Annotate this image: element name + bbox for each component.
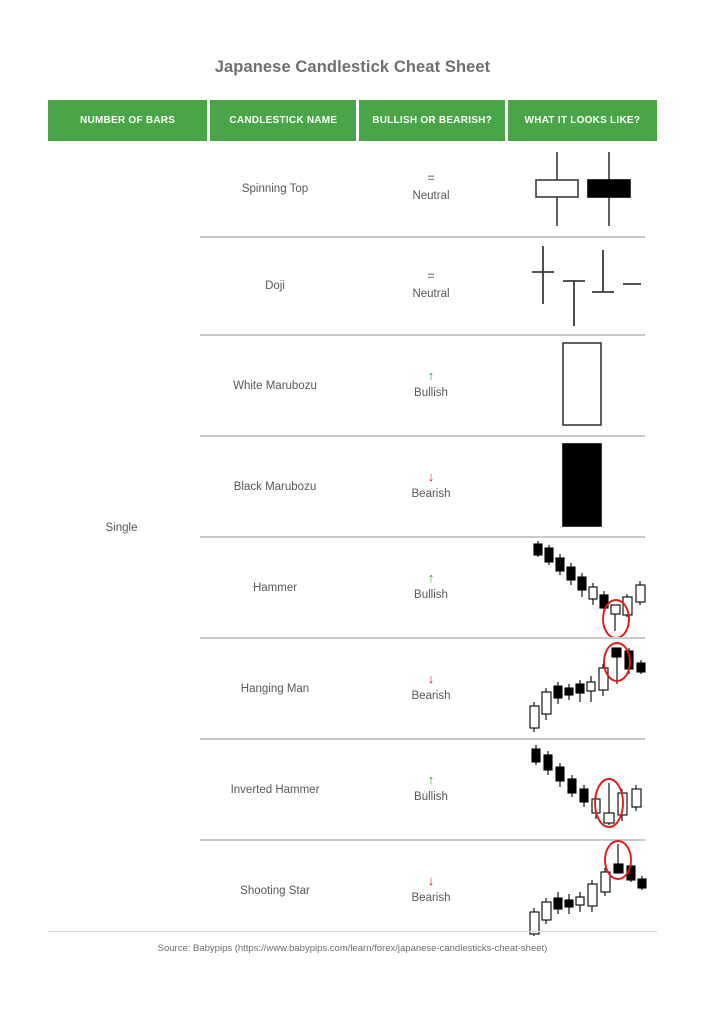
row-signal-shooting-star: ↓ Bearish — [358, 841, 504, 940]
row-divider — [200, 435, 645, 437]
table-row: Spinning Top = Neutral — [48, 141, 657, 236]
table-row: Doji = Neutral — [48, 238, 657, 334]
arrow-down-icon: ↓ — [427, 469, 435, 485]
signal-label: Bullish — [414, 791, 448, 804]
row-signal-doji: = Neutral — [358, 238, 504, 334]
footer-divider — [48, 931, 657, 932]
signal-label: Bearish — [411, 488, 451, 501]
table-row: Hammer ↑ Bullish — [48, 538, 657, 639]
arrow-up-icon: ↑ — [427, 570, 435, 586]
black-marubozu-diagram — [562, 443, 602, 527]
row-name-hanging-man: Hanging Man — [240, 682, 310, 695]
row-name-shooting-star: Shooting Star — [240, 884, 310, 897]
shooting-star-diagram — [529, 839, 647, 936]
arrow-down-icon: ↓ — [427, 671, 435, 687]
row-visual-white-marubozu — [507, 336, 657, 435]
row-divider — [200, 236, 645, 238]
doji-diagram — [532, 246, 641, 326]
highlight-ellipse — [603, 641, 631, 682]
column-header-what-it-looks-like: WHAT IT LOOKS LIKE? — [507, 100, 657, 141]
table-row: Shooting Star ↓ Bearish — [48, 839, 657, 940]
row-name-inverted-hammer: Inverted Hammer — [230, 783, 320, 796]
signal-label: Bullish — [414, 589, 448, 602]
table-row: Black Marubozu ↓ Bearish — [48, 437, 657, 536]
row-name-black-marubozu: Black Marubozu — [233, 480, 317, 493]
arrow-up-icon: ↑ — [427, 368, 435, 384]
white-marubozu-diagram — [562, 342, 602, 426]
row-visual-inverted-hammer — [507, 740, 657, 839]
table-row: Hanging Man ↓ Bearish — [48, 639, 657, 738]
equals-icon: = — [427, 268, 435, 283]
row-divider — [200, 334, 645, 336]
signal-label: Neutral — [412, 287, 450, 300]
signal-label: Bearish — [411, 892, 451, 905]
group-label-single: Single — [105, 522, 138, 534]
hammer-diagram — [533, 540, 646, 639]
row-divider — [200, 637, 645, 639]
hanging-man-diagram — [529, 641, 646, 732]
source-note: Source: Babypips (https://www.babypips.c… — [157, 943, 548, 954]
highlight-ellipse — [594, 777, 624, 828]
signal-label: Bearish — [411, 690, 451, 703]
row-divider — [200, 738, 645, 740]
row-signal-spinning-top: = Neutral — [358, 141, 504, 236]
row-signal-hammer: ↑ Bullish — [358, 538, 504, 637]
inverted-hammer-diagram — [531, 744, 642, 828]
row-signal-inverted-hammer: ↑ Bullish — [358, 740, 504, 839]
spinning-top-diagram — [535, 151, 631, 226]
row-visual-doji — [507, 238, 657, 334]
equals-icon: = — [427, 171, 435, 186]
signal-label: Neutral — [412, 190, 450, 203]
row-visual-hammer — [507, 538, 657, 639]
row-visual-shooting-star — [507, 839, 657, 940]
column-header-bullish-or-bearish: BULLISH OR BEARISH? — [359, 100, 505, 141]
table-row: Inverted Hammer ↑ Bullish — [48, 740, 657, 839]
page-title: Japanese Candlestick Cheat Sheet — [214, 58, 491, 76]
row-name-white-marubozu: White Marubozu — [233, 379, 317, 392]
highlight-ellipse — [604, 839, 632, 880]
row-name-hammer: Hammer — [252, 581, 298, 594]
row-divider — [200, 536, 645, 538]
table-header: NUMBER OF BARS CANDLESTICK NAME BULLISH … — [48, 100, 657, 141]
row-signal-white-marubozu: ↑ Bullish — [358, 336, 504, 435]
table-body: Spinning Top = Neutral — [48, 141, 657, 936]
column-header-candlestick-name: CANDLESTICK NAME — [210, 100, 357, 141]
arrow-down-icon: ↓ — [427, 873, 435, 889]
row-visual-spinning-top — [507, 141, 657, 236]
row-visual-black-marubozu — [507, 437, 657, 536]
row-name-spinning-top: Spinning Top — [241, 182, 309, 195]
row-signal-hanging-man: ↓ Bearish — [358, 639, 504, 738]
row-name-doji: Doji — [265, 280, 285, 292]
table-row: White Marubozu ↑ Bullish — [48, 336, 657, 435]
row-divider — [200, 839, 645, 841]
row-signal-black-marubozu: ↓ Bearish — [358, 437, 504, 536]
signal-label: Bullish — [414, 387, 448, 400]
column-header-number-of-bars: NUMBER OF BARS — [48, 100, 208, 141]
row-visual-hanging-man — [507, 639, 657, 738]
arrow-up-icon: ↑ — [427, 772, 435, 788]
